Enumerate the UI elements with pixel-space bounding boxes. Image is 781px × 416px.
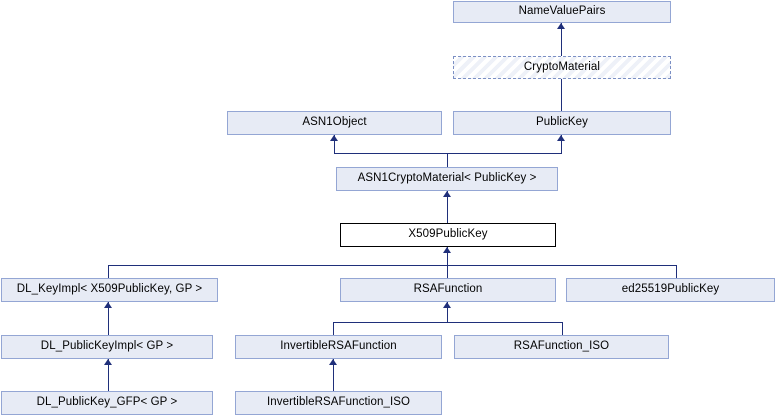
cryptomaterial-to-namevaluepairs-arrow xyxy=(557,23,565,29)
class-node-x509publickey[interactable]: X509PublicKey xyxy=(340,223,556,247)
asn1cryptomaterial-riser-vline xyxy=(447,153,448,167)
asn1cryptomaterial-bus-hline xyxy=(334,153,562,154)
class-node-namevaluepairs[interactable]: NameValuePairs xyxy=(453,1,671,23)
class-node-asn1cryptomaterial[interactable]: ASN1CryptoMaterial< PublicKey > xyxy=(336,167,558,191)
invertiblersafunction_iso-up-arrow xyxy=(329,359,337,365)
invertiblersafunction_iso-up-vline xyxy=(333,359,334,391)
dl_publickey_gfp-up-vline xyxy=(108,359,109,391)
invertiblersafunction-drop-vline xyxy=(333,322,334,335)
asn1object-up-arrow xyxy=(330,135,338,141)
rsafunction-children-riser-vline xyxy=(447,302,448,322)
dl_publickeyimpl-up-arrow xyxy=(104,302,112,308)
asn1object-up-vline xyxy=(334,135,335,153)
class-node-label: PublicKey xyxy=(535,116,589,129)
x509-children-bus-hline xyxy=(108,265,677,266)
class-node-label: InvertibleRSAFunction_ISO xyxy=(266,396,411,409)
class-node-label: ASN1CryptoMaterial< PublicKey > xyxy=(357,172,537,185)
class-node-invertiblersafunction[interactable]: InvertibleRSAFunction xyxy=(235,335,442,359)
class-node-ed25519publickey[interactable]: ed25519PublicKey xyxy=(566,278,775,302)
class-node-rsafunction_iso[interactable]: RSAFunction_ISO xyxy=(454,335,669,359)
rsafunction_iso-drop-vline xyxy=(562,322,563,335)
class-node-label: ASN1Object xyxy=(302,116,367,129)
x509publickey-up-arrow xyxy=(443,191,451,197)
class-node-dl_publickeyimpl[interactable]: DL_PublicKeyImpl< GP > xyxy=(1,335,213,359)
rsafunction-children-bus-hline xyxy=(333,322,563,323)
asn1-bus-down-stub-vline xyxy=(561,79,562,111)
class-node-label: DL_PublicKeyImpl< GP > xyxy=(40,340,174,353)
cryptomaterial-to-namevaluepairs-vline xyxy=(561,23,562,56)
class-node-label: CryptoMaterial xyxy=(523,60,601,73)
class-node-dl_publickey_gfp[interactable]: DL_PublicKey_GFP< GP > xyxy=(1,391,213,415)
x509-children-riser-vline xyxy=(447,247,448,278)
rsafunction-children-riser-arrow xyxy=(443,302,451,308)
dl_keyimpl-drop-vline xyxy=(108,265,109,278)
class-node-label: DL_PublicKey_GFP< GP > xyxy=(36,396,178,409)
class-node-label: ed25519PublicKey xyxy=(621,283,720,296)
class-node-publickey[interactable]: PublicKey xyxy=(453,111,671,135)
class-node-label: DL_KeyImpl< X509PublicKey, GP > xyxy=(16,283,203,296)
ed25519publickey-drop-vline xyxy=(676,265,677,278)
class-node-rsafunction[interactable]: RSAFunction xyxy=(340,278,556,302)
class-node-label: RSAFunction_ISO xyxy=(513,340,610,353)
class-node-cryptomaterial[interactable]: CryptoMaterial xyxy=(453,56,671,79)
class-node-label: NameValuePairs xyxy=(518,5,606,18)
x509publickey-up-vline xyxy=(447,191,448,223)
dl_publickeyimpl-up-vline xyxy=(108,302,109,335)
class-node-asn1object[interactable]: ASN1Object xyxy=(227,111,442,135)
class-node-dl_keyimpl[interactable]: DL_KeyImpl< X509PublicKey, GP > xyxy=(1,278,218,302)
publickey-up-vline xyxy=(561,135,562,153)
class-node-label: X509PublicKey xyxy=(408,228,488,241)
dl_publickey_gfp-up-arrow xyxy=(104,359,112,365)
class-node-invertiblersafunction_iso[interactable]: InvertibleRSAFunction_ISO xyxy=(235,391,442,415)
publickey-up-arrow xyxy=(557,135,565,141)
class-node-label: InvertibleRSAFunction xyxy=(280,340,397,353)
x509-children-riser-arrow xyxy=(443,247,451,253)
class-node-label: RSAFunction xyxy=(413,283,483,296)
